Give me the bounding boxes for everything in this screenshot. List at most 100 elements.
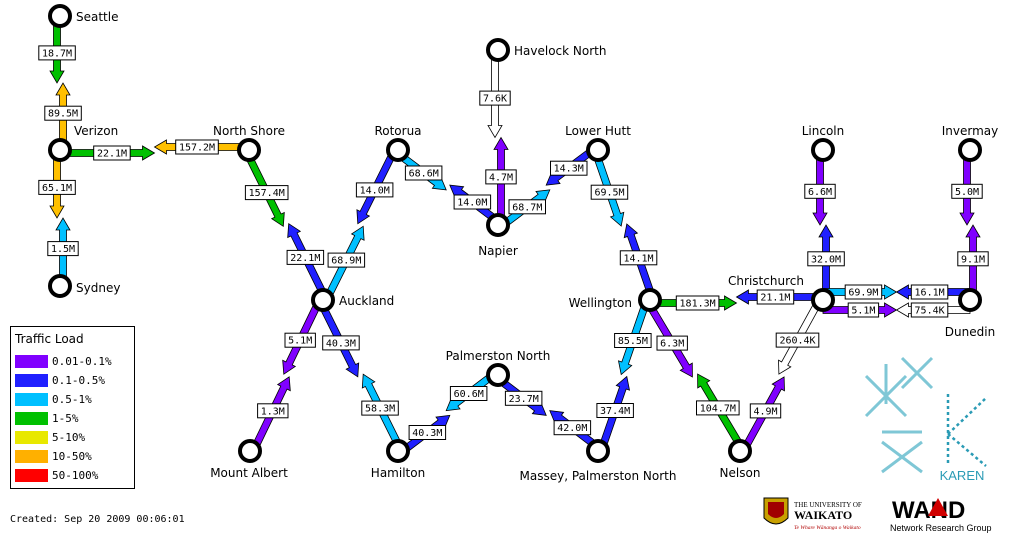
legend-item: 0.01-0.1% [15, 354, 112, 368]
link-label: 65.1M [38, 179, 76, 195]
legend-item: 50-100% [15, 468, 98, 482]
link-label: 21.1M [756, 289, 795, 305]
node-label-sydney: Sydney [76, 281, 120, 295]
link-label-box [504, 390, 543, 406]
link-label: 69.5M [590, 184, 629, 200]
node-lowerhutt[interactable] [586, 138, 610, 162]
link-label: 157.4M [244, 185, 289, 201]
legend-label: 1-5% [52, 411, 79, 425]
node-label-lowerhutt: Lower Hutt [565, 124, 631, 138]
node-label-havelock: Havelock North [514, 44, 606, 58]
node-napier[interactable] [486, 213, 510, 237]
link-value-label: 75.4K [915, 306, 945, 317]
link-label-box [619, 250, 658, 266]
link-value-label: 65.1M [42, 183, 72, 194]
link-label-box [244, 185, 289, 201]
link-label: 14.0M [355, 182, 394, 198]
link-label-box [553, 420, 592, 436]
link-value-label: 157.4M [249, 188, 285, 199]
legend: Traffic Load 0.01-0.1% 0.1-0.5% 0.5-1% 1… [10, 326, 135, 489]
node-wellington[interactable] [638, 288, 662, 312]
link-label: 40.3M [322, 335, 360, 351]
node-seattle[interactable] [48, 4, 72, 28]
link-label-box [910, 284, 949, 300]
link-value-label: 14.0M [457, 198, 487, 209]
link-label-box [355, 182, 394, 198]
legend-label: 50-100% [52, 468, 99, 482]
link-label: 260.4K [775, 332, 820, 348]
link-value-label: 16.1M [915, 288, 945, 299]
legend-swatch [15, 411, 48, 425]
link-value-label: 5.1M [851, 306, 875, 317]
node-hamilton[interactable] [386, 439, 410, 463]
node-mountalbert[interactable] [238, 439, 262, 463]
link-label: 181.3M [675, 295, 720, 311]
node-northshore[interactable] [237, 138, 261, 162]
node-auckland[interactable] [311, 288, 335, 312]
node-havelock[interactable] [486, 38, 510, 62]
node-label-seattle: Seattle [76, 10, 118, 24]
node-massey[interactable] [586, 439, 610, 463]
link-label-box [951, 183, 983, 199]
link-label-box [756, 289, 795, 305]
node-dunedin[interactable] [958, 288, 982, 312]
node-verizon[interactable] [48, 138, 72, 162]
link-label: 14.1M [619, 250, 658, 266]
link-value-label: 89.5M [48, 109, 78, 120]
node-label-lincoln: Lincoln [802, 124, 845, 138]
link-label: 42.0M [553, 420, 592, 436]
link-label: 75.4K [910, 302, 949, 318]
link-label: 5.1M [284, 332, 316, 348]
link-value-label: 68.7M [512, 202, 542, 213]
wand-logo: WAND Network Research Group [890, 497, 992, 533]
link-value-label: 5.1M [288, 336, 312, 347]
node-christchurch[interactable] [811, 288, 835, 312]
link-value-label: 18.7M [42, 48, 72, 59]
legend-item: 1-5% [15, 411, 79, 425]
link-value-label: 260.4K [779, 336, 815, 347]
link-label: 14.0M [453, 194, 492, 210]
link-value-label: 4.9M [753, 406, 777, 417]
link-label-box [844, 284, 883, 300]
node-label-northshore: North Shore [213, 124, 285, 138]
legend-swatch [15, 392, 48, 406]
legend-item: 0.1-0.5% [15, 373, 105, 387]
link-label-box [284, 332, 316, 348]
link-label-box [44, 105, 82, 121]
legend-label: 10-50% [52, 449, 92, 463]
link-value-label: 60.6M [454, 389, 484, 400]
legend-swatch [15, 373, 48, 387]
node-palmerston[interactable] [486, 363, 510, 387]
legend-item: 5-10% [15, 430, 85, 444]
link-value-label: 6.6M [808, 187, 832, 198]
link-value-label: 85.5M [618, 336, 648, 347]
link-label-box [257, 403, 289, 419]
wand-logo-sub: Network Research Group [890, 523, 992, 533]
wand-logo-text: WAND [892, 497, 965, 524]
link-label-box [38, 45, 76, 61]
link-value-label: 68.9M [331, 256, 361, 267]
node-label-auckland: Auckland [339, 294, 394, 308]
link-label-box [404, 165, 443, 181]
link-label-box [453, 194, 492, 210]
node-invermay[interactable] [958, 138, 982, 162]
link-label-box [749, 403, 782, 419]
link-label-box [804, 183, 836, 199]
link-label-box [322, 335, 360, 351]
link-label: 68.7M [508, 199, 546, 215]
link-label: 9.1M [957, 251, 989, 267]
node-sydney[interactable] [48, 274, 72, 298]
node-label-dunedin: Dunedin [945, 325, 995, 339]
link-value-label: 7.6K [483, 94, 507, 105]
link-label: 22.1M [93, 145, 131, 161]
link-value-label: 68.6M [409, 169, 439, 180]
link-label-box [479, 90, 511, 106]
link-label: 4.9M [749, 403, 782, 419]
node-nelson[interactable] [728, 439, 752, 463]
link-label: 157.2M [175, 139, 219, 155]
node-lincoln[interactable] [811, 138, 835, 162]
node-rotorua[interactable] [386, 138, 410, 162]
link-value-label: 104.7M [700, 403, 736, 414]
